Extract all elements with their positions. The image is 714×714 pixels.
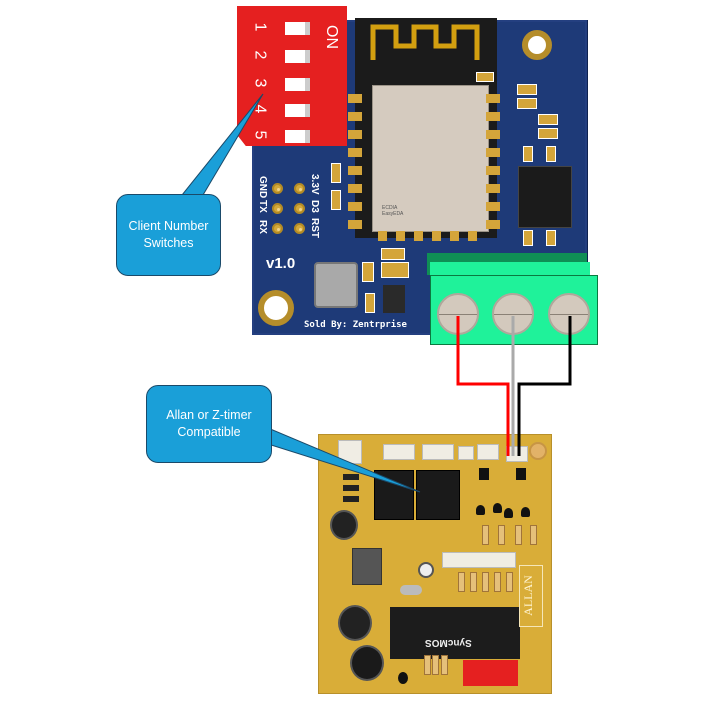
electrolytic-capacitor — [338, 605, 372, 641]
smd-capacitor — [331, 190, 341, 210]
connector — [383, 444, 415, 460]
terminal-block-top — [430, 262, 590, 276]
diode — [343, 496, 359, 502]
inductor — [314, 262, 358, 308]
resistor — [470, 572, 477, 592]
dip-slot-2 — [285, 50, 310, 63]
smd-resistor — [538, 128, 558, 139]
connector — [422, 444, 454, 460]
optocoupler — [516, 468, 526, 480]
buzzer — [350, 645, 384, 681]
callout-client-line2: Switches — [143, 236, 194, 250]
wire-black — [517, 316, 572, 456]
pin-rx — [272, 223, 283, 234]
timer-dip-switch — [463, 660, 518, 686]
smd-resistor — [538, 114, 558, 125]
pin-rst — [294, 223, 305, 234]
pin-3v3 — [294, 183, 305, 194]
dip-slot-1 — [285, 22, 310, 35]
ribbon-connector — [442, 552, 516, 568]
smd-capacitor — [381, 262, 409, 278]
resistor — [482, 525, 489, 545]
module-shield-can — [372, 85, 489, 232]
transistor — [493, 503, 502, 513]
smd-capacitor — [365, 293, 375, 313]
resistor — [515, 525, 522, 545]
resistor — [530, 525, 537, 545]
callout-pointer-client — [176, 93, 264, 201]
electrolytic-capacitor — [330, 510, 358, 540]
voltage-regulator — [352, 548, 382, 585]
wire-red — [456, 316, 510, 456]
smd-capacitor — [362, 262, 374, 282]
pin-d3 — [294, 203, 305, 214]
resistor — [432, 655, 439, 675]
resistor — [482, 572, 489, 592]
pin-gnd — [272, 183, 283, 194]
smd-resistor — [517, 98, 537, 109]
transistor — [521, 507, 530, 517]
optocoupler — [479, 468, 489, 480]
callout-client-number-switches: Client Number Switches — [116, 194, 221, 276]
smd-pad — [523, 230, 533, 246]
callout-allan-compatible: Allan or Z-timer Compatible — [146, 385, 272, 463]
dip-slot-4 — [285, 104, 310, 117]
callout-allan-line2: Compatible — [177, 425, 241, 439]
regulator-ic — [383, 285, 405, 313]
callout-client-line1: Client Number — [128, 219, 209, 233]
callout-allan-line1: Allan or Z-timer — [166, 408, 252, 422]
diode — [343, 474, 359, 480]
pin-tx — [272, 203, 283, 214]
transistor — [398, 672, 408, 684]
resistor — [458, 572, 465, 592]
smd-pad — [546, 146, 556, 162]
dip-slot-3 — [285, 78, 310, 91]
module-logo-line2: EasyEDA — [382, 211, 404, 217]
optocoupler-chip — [518, 166, 572, 228]
mounting-hole — [529, 442, 547, 460]
allan-brand-label: ALLAN — [519, 565, 543, 627]
callout-pointer-allan — [267, 427, 421, 493]
small-capacitor — [418, 562, 434, 578]
seller-label: Sold By: Zentrprise — [304, 320, 407, 330]
smd-capacitor — [331, 163, 341, 183]
module-logo-line1: ECDIA — [382, 205, 398, 211]
resistor — [424, 655, 431, 675]
smd-resistor — [517, 84, 537, 95]
connector — [477, 444, 499, 460]
dip-slot-5 — [285, 130, 310, 143]
pcb-antenna-trace — [370, 24, 480, 60]
relay-2 — [416, 470, 460, 520]
client-number-dip-switch: 1 2 3 4 5 ON — [237, 6, 347, 146]
transistor — [476, 505, 485, 515]
mounting-hole-bottom-left — [258, 290, 294, 326]
module-logo: ECDIA EasyEDA — [382, 205, 403, 217]
smd-pad — [523, 146, 533, 162]
microcontroller-chip — [390, 607, 520, 659]
mounting-hole-top-right — [522, 30, 552, 60]
led — [476, 72, 494, 82]
board-version: v1.0 — [266, 255, 296, 272]
resistor — [494, 572, 501, 592]
transistor — [504, 508, 513, 518]
resistor — [441, 655, 448, 675]
resistor — [506, 572, 513, 592]
resistor — [498, 525, 505, 545]
diode — [343, 485, 359, 491]
crystal — [400, 585, 422, 595]
connector — [458, 446, 474, 460]
smd-capacitor — [381, 248, 405, 260]
smd-pad — [546, 230, 556, 246]
